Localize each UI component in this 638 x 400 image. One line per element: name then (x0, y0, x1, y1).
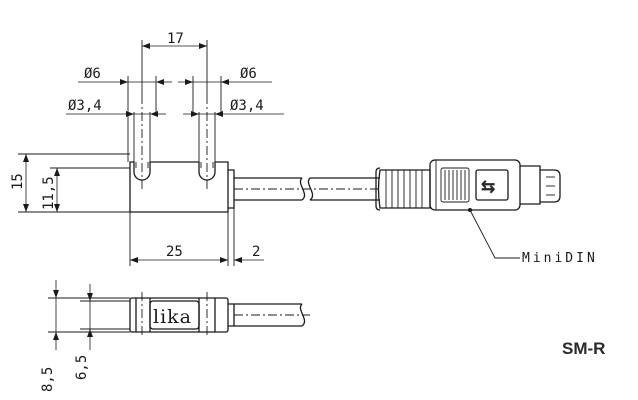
extension-lines-holes (127, 40, 222, 162)
dim-25-label: 25 (166, 244, 183, 260)
dim-inner-left-label: Ø3,4 (68, 98, 102, 114)
dimension-heights: 15 11,5 (10, 153, 130, 213)
dim-2-label: 2 (252, 244, 260, 260)
dimension-side-heights: 8,5 6,5 (40, 280, 130, 392)
dimension-length: 25 2 (129, 208, 264, 266)
dimension-inner-diameters: Ø3,4 Ø3,4 (66, 98, 284, 117)
sensor-body-side: lika (129, 292, 235, 338)
minidin-leader: MiniDIN (468, 208, 598, 266)
dimension-center-distance: 17 (142, 31, 207, 49)
hole-center-lines (141, 95, 208, 190)
cable-top (234, 177, 380, 201)
dim-8-5-label: 8,5 (40, 367, 56, 392)
minidin-label: MiniDIN (522, 251, 598, 266)
dim-outer-left-label: Ø6 (84, 66, 101, 82)
dimension-outer-diameters: Ø6 Ø6 (78, 66, 272, 85)
dim-outer-right-label: Ø6 (240, 66, 257, 82)
model-code: SM-R (562, 339, 605, 358)
dim-6-5-label: 6,5 (74, 355, 90, 380)
dim-17-label: 17 (167, 31, 184, 47)
cable-side (234, 303, 310, 327)
minidin-connector: ⇆ (375, 159, 561, 211)
lika-logo: lika (153, 306, 192, 328)
dim-15-label: 15 (10, 173, 26, 190)
connector-symbol: ⇆ (481, 177, 495, 196)
dim-11-5-label: 11,5 (41, 176, 57, 210)
dim-inner-right-label: Ø3,4 (230, 98, 264, 114)
sensor-body-front (129, 161, 235, 213)
